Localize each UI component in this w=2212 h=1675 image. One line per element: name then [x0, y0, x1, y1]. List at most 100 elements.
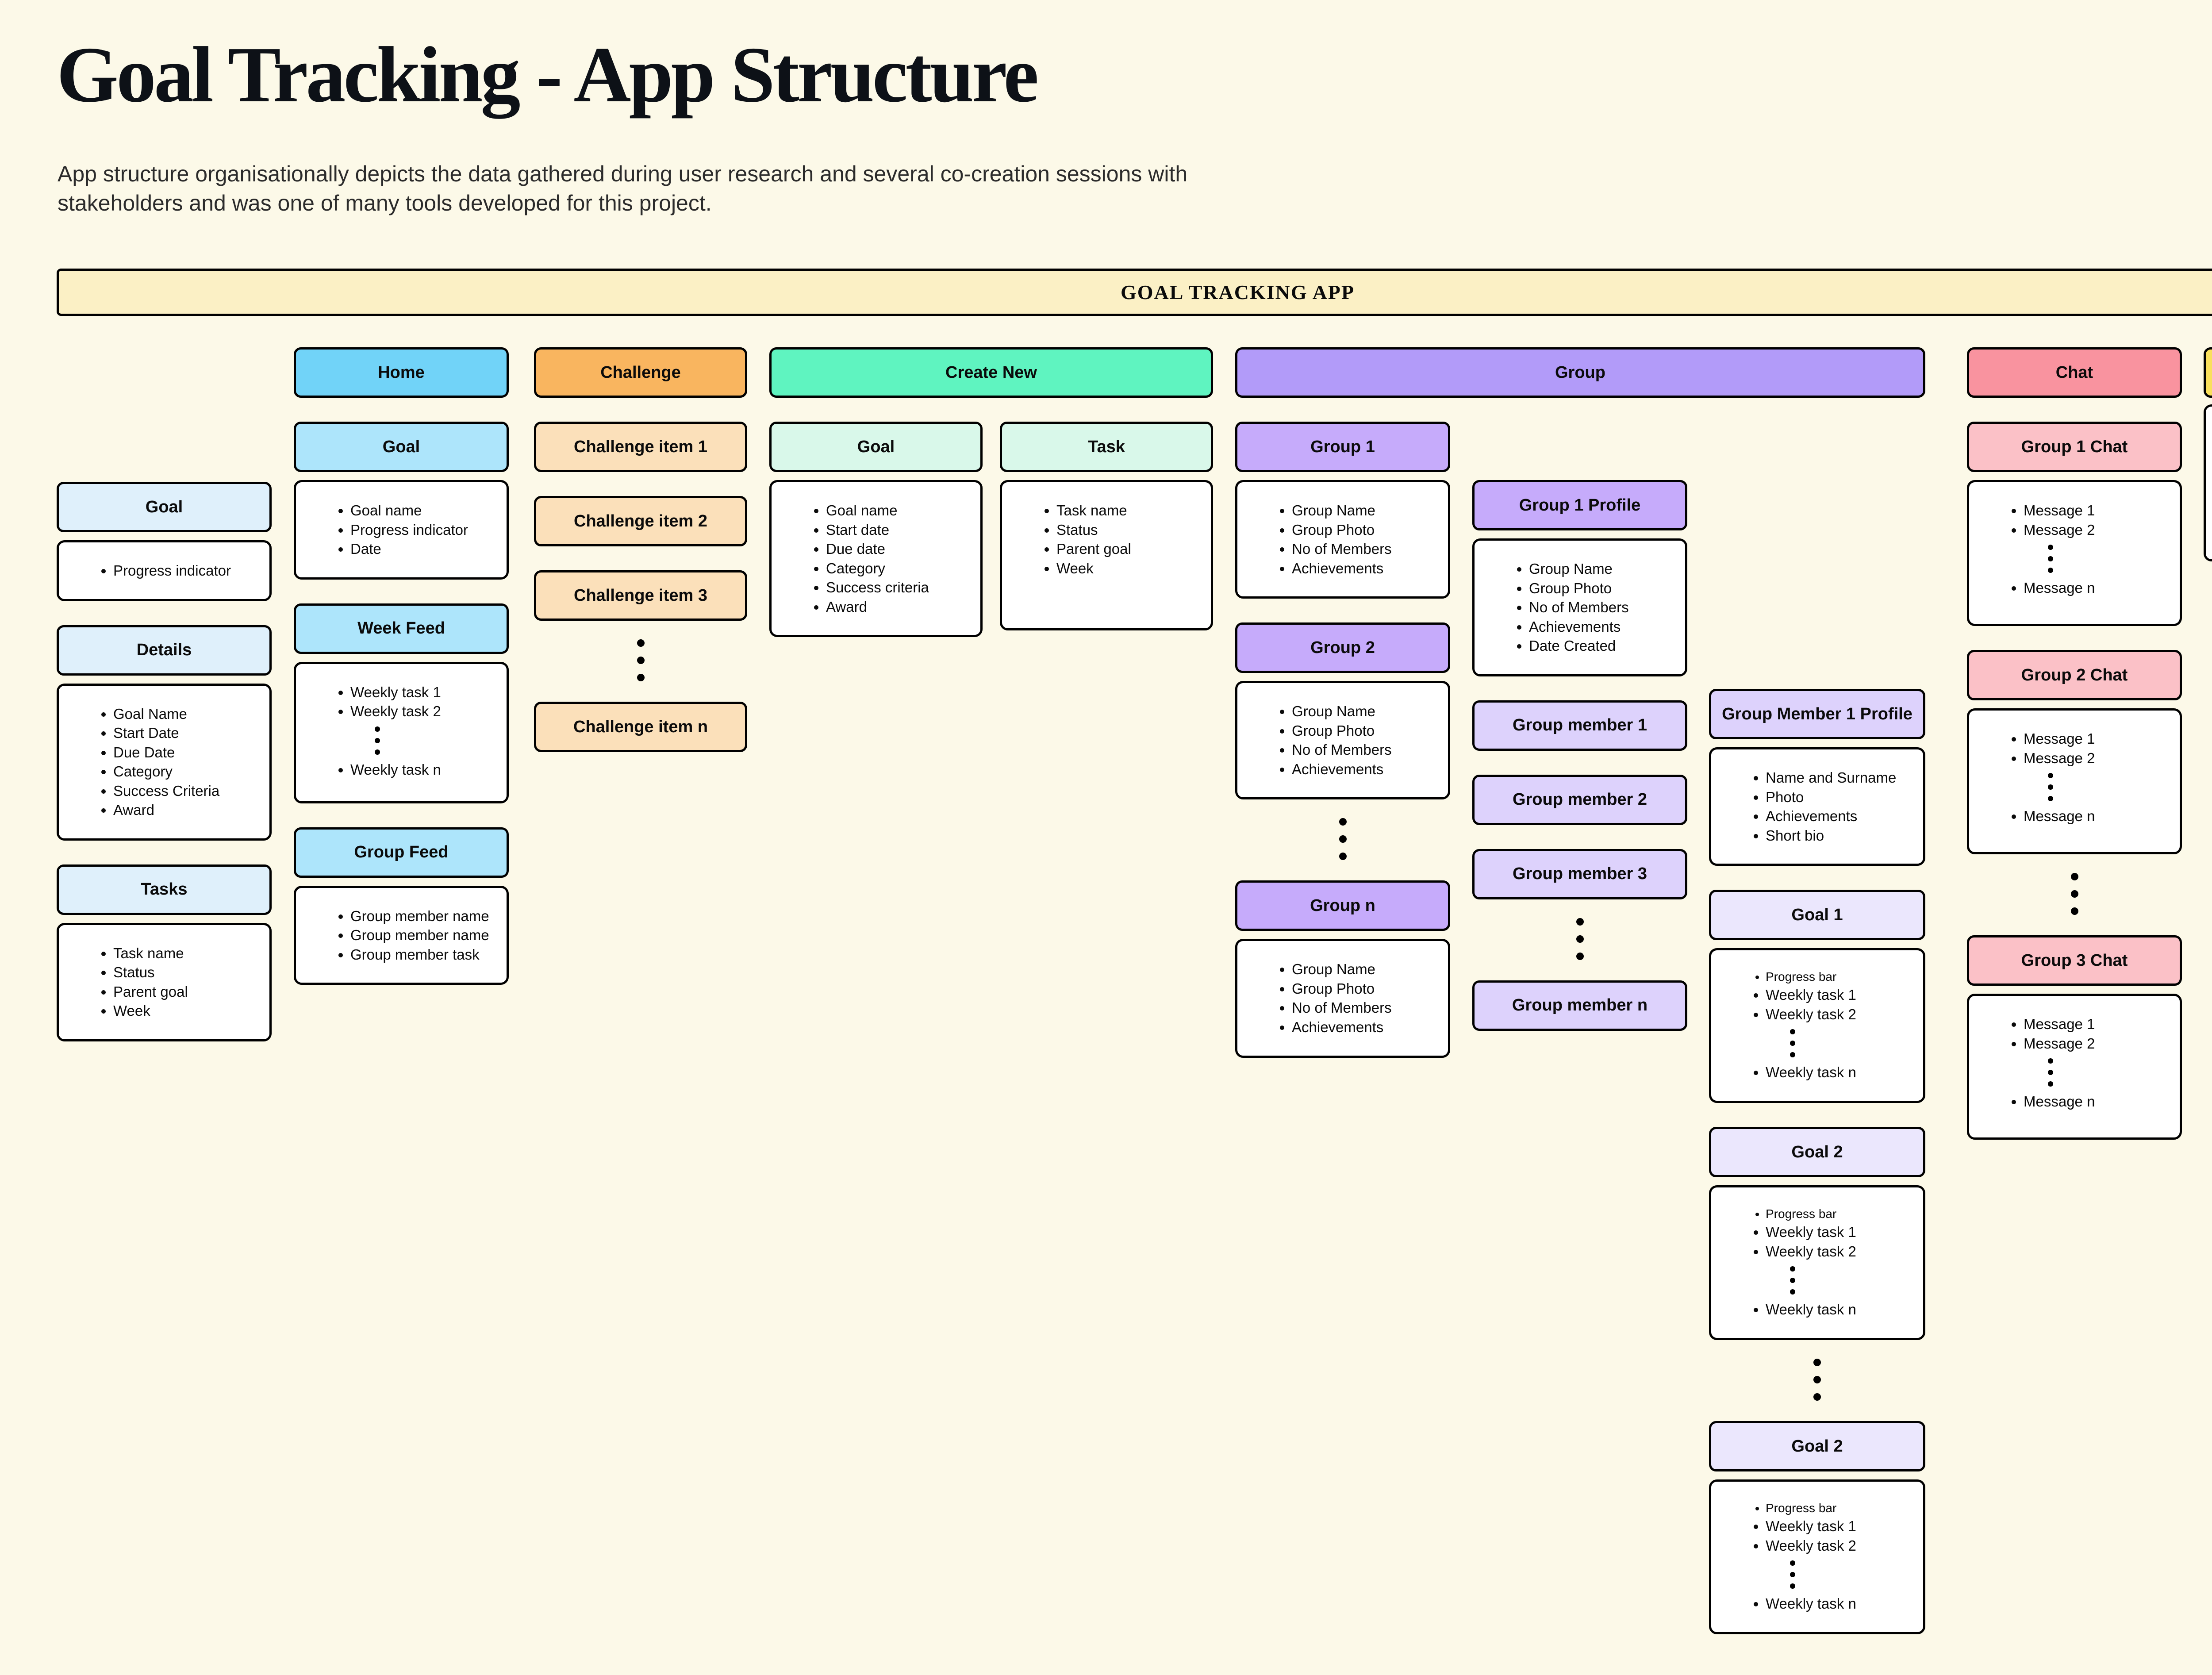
- list-item: Weekly task 2: [1766, 1005, 1911, 1024]
- list-item: Category: [113, 762, 257, 781]
- node-group-1-profile: Group 1 Profile: [1472, 480, 1687, 530]
- list-item: Group Name: [1292, 960, 1436, 979]
- list-item: Progress bar: [1766, 969, 1911, 985]
- vertical-ellipsis: [1766, 1261, 1911, 1300]
- node-create-task: Task: [1000, 422, 1213, 472]
- list-item: Message 2: [2024, 1034, 2167, 1053]
- list-item: Group Name: [1292, 501, 1436, 520]
- list-item: Message n: [2024, 578, 2167, 598]
- list-item: Date Created: [1529, 636, 1673, 656]
- list-item: Weekly task 1: [350, 683, 494, 702]
- node-home-goal: Goal: [294, 422, 509, 472]
- list-item: Achievements: [1292, 1018, 1436, 1037]
- home-column: Goal Goal nameProgress indicatorDate Wee…: [294, 422, 509, 985]
- list-item: Short bio: [1766, 826, 1911, 845]
- list-item: Goal Name: [113, 704, 257, 724]
- list-item: Group Name: [1292, 702, 1436, 721]
- list-item: Group member name: [350, 907, 494, 926]
- list-item: Name and Surname: [1766, 768, 1911, 788]
- list-item: Group member name: [350, 926, 494, 945]
- list-item: Message 1: [2024, 1014, 2167, 1034]
- member-goal-1-attributes: Progress barWeekly task 1Weekly task 2We…: [1709, 948, 1925, 1103]
- list-item: Start date: [826, 520, 968, 540]
- vertical-ellipsis: [534, 639, 747, 681]
- list-item: Weekly task 1: [1766, 985, 1911, 1005]
- profile-attributes: PhotoFirst NameLast NamePhone NumberEmai…: [2204, 404, 2212, 562]
- create-task-column: Task Task nameStatusParent goalWeek: [1000, 422, 1213, 630]
- list-item: Weekly task 1: [1766, 1222, 1911, 1242]
- list-item: Success criteria: [826, 578, 968, 597]
- profile-column: PhotoFirst NameLast NamePhone NumberEmai…: [2204, 404, 2212, 562]
- list-item: Achievements: [1529, 617, 1673, 637]
- vertical-ellipsis: [2024, 768, 2167, 807]
- node-group-3-chat: Group 3 Chat: [1967, 935, 2182, 986]
- group-feed-attributes: Group member nameGroup member nameGroup …: [294, 885, 509, 985]
- vertical-ellipsis: [2024, 539, 2167, 578]
- list-item: Group Photo: [1529, 579, 1673, 598]
- node-create-new: Create New: [769, 347, 1213, 398]
- node-group-feed: Group Feed: [294, 827, 509, 878]
- list-item: Week: [113, 1001, 257, 1021]
- member-1-profile-attributes: Name and SurnamePhotoAchievementsShort b…: [1709, 747, 1925, 866]
- node-group-member-1-profile: Group Member 1 Profile: [1709, 689, 1925, 739]
- list-item: Award: [826, 597, 968, 617]
- group-profile-column: Group 1 Profile Group NameGroup PhotoNo …: [1472, 480, 1687, 1031]
- node-group-member-3: Group member 3: [1472, 849, 1687, 899]
- list-item: Parent goal: [1056, 539, 1198, 559]
- list-item: Weekly task n: [1766, 1594, 1911, 1614]
- list-item: Week: [1056, 559, 1198, 578]
- list-item: No of Members: [1292, 740, 1436, 760]
- vertical-ellipsis: [350, 721, 494, 760]
- list-item: Group Photo: [1292, 520, 1436, 540]
- list-item: Start Date: [113, 723, 257, 743]
- page-title: Goal Tracking - App Structure: [57, 31, 1039, 119]
- details-attributes: Goal NameStart DateDue DateCategorySucce…: [57, 683, 272, 841]
- list-item: Progress indicator: [113, 561, 257, 580]
- group-1-profile-attributes: Group NameGroup PhotoNo of MembersAchiev…: [1472, 538, 1687, 676]
- node-create-goal: Goal: [769, 422, 983, 472]
- node-group-member-1: Group member 1: [1472, 700, 1687, 751]
- list-item: Achievements: [1292, 760, 1436, 779]
- list-item: Category: [826, 559, 968, 578]
- list-item: No of Members: [1292, 539, 1436, 559]
- node-member-goal-1: Goal 1: [1709, 890, 1925, 941]
- challenge-item: Challenge item 2: [534, 496, 747, 546]
- list-item: Task name: [113, 944, 257, 963]
- list-item: Message 1: [2024, 501, 2167, 520]
- list-item: Group member task: [350, 945, 494, 964]
- list-item: Progress bar: [1766, 1500, 1911, 1517]
- node-member-goal-n: Goal 2: [1709, 1421, 1925, 1472]
- list-item: Weekly task 2: [1766, 1242, 1911, 1261]
- list-item: Goal name: [350, 501, 494, 520]
- list-item: Goal name: [826, 501, 968, 520]
- group-n-attributes: Group NameGroup PhotoNo of MembersAchiev…: [1235, 939, 1450, 1058]
- list-item: Achievements: [1292, 559, 1436, 578]
- list-item: Photo: [1766, 788, 1911, 807]
- node-member-goal-2: Goal 2: [1709, 1127, 1925, 1178]
- vertical-ellipsis: [1967, 873, 2182, 915]
- list-item: No of Members: [1529, 598, 1673, 617]
- root-node-goal-tracking-app: GOAL TRACKING APP: [57, 269, 2212, 316]
- member-profile-column: Group Member 1 Profile Name and SurnameP…: [1709, 689, 1925, 1635]
- challenge-item: Challenge item 3: [534, 570, 747, 621]
- challenge-column: Challenge item 1 Challenge item 2 Challe…: [534, 422, 747, 752]
- list-item: Weekly task 1: [1766, 1517, 1911, 1536]
- list-item: Message 2: [2024, 520, 2167, 540]
- node-group-n: Group n: [1235, 880, 1450, 931]
- list-item: Group Photo: [1292, 721, 1436, 741]
- list-item: Progress indicator: [350, 520, 494, 540]
- vertical-ellipsis: [1235, 818, 1450, 861]
- list-item: Task name: [1056, 501, 1198, 520]
- list-item: Parent goal: [113, 982, 257, 1002]
- node-challenge: Challenge: [534, 347, 747, 398]
- list-item: Weekly task 2: [1766, 1536, 1911, 1556]
- list-item: Status: [1056, 520, 1198, 540]
- page-subtitle: App structure organisationally depicts t…: [58, 161, 1188, 215]
- create-goal-attributes: Goal nameStart dateDue dateCategorySucce…: [769, 480, 983, 638]
- node-group-1-chat: Group 1 Chat: [1967, 422, 2182, 472]
- node-group-1: Group 1: [1235, 422, 1450, 472]
- member-goal-2-attributes: Progress barWeekly task 1Weekly task 2We…: [1709, 1185, 1925, 1341]
- list-item: Weekly task n: [1766, 1300, 1911, 1319]
- list-item: Group Name: [1529, 559, 1673, 579]
- node-home: Home: [294, 347, 509, 398]
